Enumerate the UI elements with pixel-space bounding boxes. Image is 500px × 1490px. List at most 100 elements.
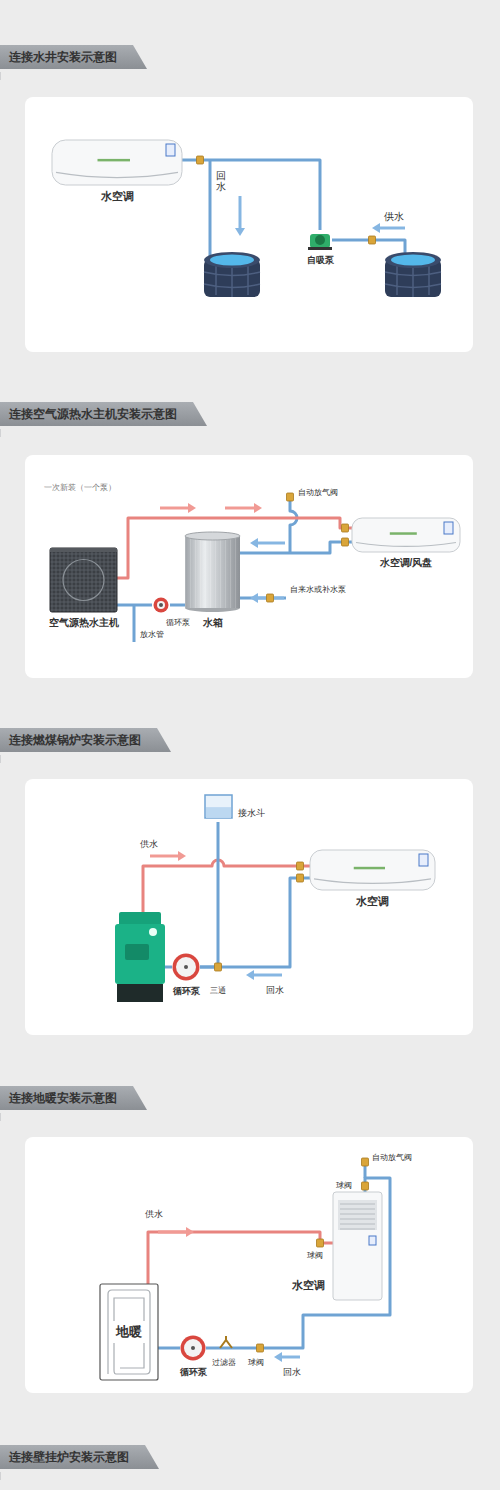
pipe-connector [240,542,352,553]
tank-stripes [185,536,240,608]
pump-hub [184,965,188,969]
water-funnel-picture [205,795,232,822]
water-ac-unit-picture [352,518,460,552]
makeup-pipe [240,597,286,600]
section-tab: 连接地暖安装示意图 [0,1086,147,1110]
ac-vent [56,172,178,177]
pipe-label: 供水 [140,838,158,851]
part-label: 循环泵 [180,1366,207,1379]
hp-body [50,548,117,612]
floor-standing-ac: 水空调 [333,1192,382,1300]
panel [25,455,473,678]
drain-pipe [133,605,136,642]
coal-boiler [115,912,165,1002]
section-tab: 连接燃煤锅炉安装示意图 [0,728,171,752]
ac-grille-line [340,1214,375,1215]
brass-fitting [197,156,204,164]
brass-fitting [342,538,349,546]
flow-arrow-shaft [258,542,285,545]
ac-logo [354,867,385,870]
part-label: 水空调/风盘 [380,556,433,570]
brass-fitting [369,236,376,244]
tank-body [185,536,240,608]
water-ac-unit-picture [52,140,182,185]
hp-top [50,548,117,552]
section-title: 连接燃煤锅炉安装示意图 [9,733,141,747]
ac-grille-line [340,1209,375,1210]
pipe-label: 放水管 [140,629,164,640]
ac-sticker [444,522,453,534]
flow-arrow-head [254,503,262,513]
ac-body [52,140,182,185]
pipe-label: 供水 [384,210,404,224]
brass-fitting [257,1344,264,1352]
heat-pump-unit: 空气源热水主机 [50,548,117,612]
flow-arrow-shaft [380,227,405,230]
boiler-door [125,944,149,960]
return-pipe [209,160,212,262]
pipe-label: 自动放气阀 [298,487,338,498]
circulation-pump: 循环泵 [172,953,200,981]
well [204,252,260,297]
brass-fitting [287,493,294,501]
water-ac-unit: 水空调 [310,850,435,890]
boiler-hopper [119,912,161,926]
brass-fitting [342,524,349,532]
boiler-logo [149,928,157,936]
flow-arrow-shaft [254,974,282,977]
ac-body [352,518,460,552]
flow-arrow-shaft [225,507,254,510]
ac-sticker [419,854,428,866]
panel [25,1137,473,1393]
section-tab: 连接壁挂炉安装示意图 [0,1445,159,1469]
brass-fitting [297,874,304,882]
pump-face [176,957,196,977]
funnel-body [205,795,232,818]
pipe-label: 一次新装（一个泵） [44,482,116,493]
pipe-connector [206,1178,390,1348]
pipe-label: 供水 [145,1208,163,1221]
pump-face [157,601,165,609]
ac-sticker [369,1236,376,1245]
pipe-connector [148,1232,333,1284]
part-label: 自吸泵 [307,254,334,267]
pipe-label: 球阀 [248,1357,264,1368]
pipe-label: 过滤器 [212,1357,236,1368]
part-label: 地暖 [113,1321,145,1343]
pipe-connector [117,604,152,607]
floor-coil [108,1290,150,1374]
brass-fitting [317,1239,324,1247]
pump-hub [159,603,163,607]
well-water [210,255,254,266]
supply-pipe [143,860,310,912]
brass-fitting [215,963,222,971]
water-funnel: 接水斗 [205,795,232,822]
section-title: 连接空气源热水主机安装示意图 [9,407,177,421]
boiler-body [115,924,165,984]
well [385,252,441,297]
filter-symbol [220,1336,232,1348]
tank-bottom [185,608,240,612]
section-tab: 连接水井安装示意图 [0,45,147,69]
flow-arrow-head [235,228,245,236]
well-rings [385,263,441,297]
part-label: 循环泵 [173,985,200,998]
self-priming-pump-picture [308,230,332,250]
pipe-extra [134,160,405,1178]
ac-vent [314,879,431,884]
part-label: 水空调 [101,189,134,204]
circulation-pump-picture [172,953,200,981]
flow-arrow-shaft [239,196,242,228]
ac-vent [356,542,456,546]
pipe-label: 回水 [283,1366,301,1379]
pump-ring [154,598,169,613]
well-rings [204,263,260,297]
flow-arrow-shaft [150,855,178,858]
floor-frame [100,1284,158,1380]
pipe-label: 自来水或补水泵 [290,584,346,595]
brass-fitting [297,862,304,870]
section-title: 连接地暖安装示意图 [9,1091,117,1105]
ac-logo [390,532,417,535]
tab-underline [0,72,1,80]
ac-logo [98,159,131,162]
